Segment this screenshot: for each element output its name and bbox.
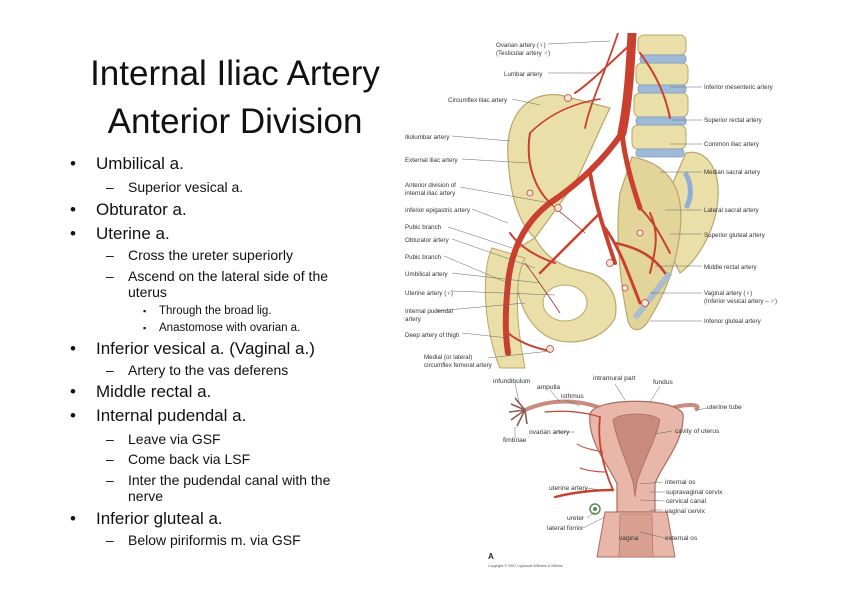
- label-circumflex-iliac: Circumflex iliac artery: [448, 97, 508, 104]
- label-lateral-fornix: lateral fornix: [547, 525, 584, 532]
- label-anterior-division-2: internal iliac artery: [405, 190, 456, 197]
- copyright-text: Copyright © 2007 Lippincott Williams & W…: [488, 564, 564, 568]
- label-fimbriae: fimbriae: [503, 437, 527, 444]
- label-inferior-epigastric: Inferior epigastric artery: [405, 207, 471, 214]
- label-inferior-mesenteric: Inferior mesenteric artery: [704, 84, 774, 91]
- label-external-os: external os: [665, 535, 698, 542]
- uterus-drawing: [508, 397, 700, 558]
- pelvis-artery-figure: Ovarian artery (♀) (Testicular artery ♂)…: [405, 33, 777, 369]
- label-uterine: Uterine artery (♀): [405, 290, 453, 297]
- slide-title: Internal Iliac Artery Anterior Division: [60, 50, 410, 146]
- label-medial-circumflex-1: Medial (or lateral): [424, 354, 472, 361]
- label-deep-thigh: Deep artery of thigh: [405, 332, 460, 339]
- title-line-2: Anterior Division: [107, 102, 363, 141]
- pelvis-drawing: [484, 33, 719, 369]
- panel-letter: A: [488, 552, 494, 561]
- label-testicular-artery: (Testicular artery ♂): [496, 50, 550, 57]
- label-common-iliac: Common iliac artery: [704, 141, 760, 148]
- label-superior-rectal: Superior rectal artery: [704, 117, 763, 124]
- label-supravaginal: supravaginal cervix: [666, 489, 723, 496]
- label-intramural: intramural part: [593, 375, 636, 382]
- label-ovarian-artery-uterus: ovarian artery: [529, 429, 570, 436]
- label-external-iliac: External iliac artery: [405, 157, 459, 164]
- title-line-1: Internal Iliac Artery: [90, 54, 380, 93]
- label-vaginal-cervix: vaginal cervix: [665, 508, 706, 515]
- label-pubic-branch-2: Pubic branch: [405, 254, 442, 261]
- pelvis-labels-right: Inferior mesenteric artery Superior rect…: [704, 84, 777, 325]
- leader-lines: [435, 40, 702, 359]
- label-superior-gluteal: Superior gluteal artery: [704, 232, 766, 239]
- label-anterior-division-1: Anterior division of: [405, 182, 456, 189]
- label-internal-pudendal-2: artery: [405, 316, 422, 323]
- label-medial-circumflex-2: circumflex femoral artery: [424, 362, 493, 369]
- label-fundus: fundus: [653, 379, 674, 386]
- label-ovarian-artery: Ovarian artery (♀): [496, 42, 546, 49]
- label-internal-os: internal os: [665, 479, 696, 486]
- label-isthmus: isthmus: [561, 393, 584, 400]
- label-median-sacral: Median sacral artery: [704, 169, 761, 176]
- label-vaginal-2: (Inferior vesical artery – ♂): [704, 298, 777, 305]
- label-vagina: vagina: [619, 535, 639, 542]
- uterus-figure: infundibulum ampulla intramural part fun…: [488, 375, 742, 568]
- label-lumbar-artery: Lumbar artery: [504, 71, 543, 78]
- label-infundibulum: infundibulum: [493, 378, 531, 385]
- label-inferior-gluteal: Inferior gluteal artery: [704, 318, 762, 325]
- label-middle-rectal: Middle rectal artery: [704, 264, 758, 271]
- label-cervical-canal: cervical canal: [666, 498, 706, 505]
- label-pubic-branch-1: Pubic branch: [405, 224, 442, 231]
- label-ampulla: ampulla: [537, 384, 560, 391]
- label-vaginal-1: Vaginal artery (♀): [704, 290, 752, 297]
- uterus-labels: infundibulum ampulla intramural part fun…: [488, 375, 742, 568]
- label-iliolumbar: Iliolumbar artery: [405, 134, 450, 141]
- label-uterine-tube: uterine tube: [707, 404, 742, 411]
- pelvis-labels-left: Ovarian artery (♀) (Testicular artery ♂)…: [405, 42, 550, 369]
- label-lateral-sacral: Lateral sacral artery: [704, 207, 760, 214]
- label-cavity: cavity of uterus: [675, 428, 720, 435]
- uterus-leader-lines: [514, 382, 708, 539]
- label-uterine-artery: uterine artery: [549, 485, 589, 492]
- label-ureter: ureter: [567, 515, 585, 522]
- label-internal-pudendal-1: Internal pudendal: [405, 308, 453, 315]
- label-umbilical: Umbilical artery: [405, 271, 449, 278]
- label-obturator: Obturator artery: [405, 237, 450, 244]
